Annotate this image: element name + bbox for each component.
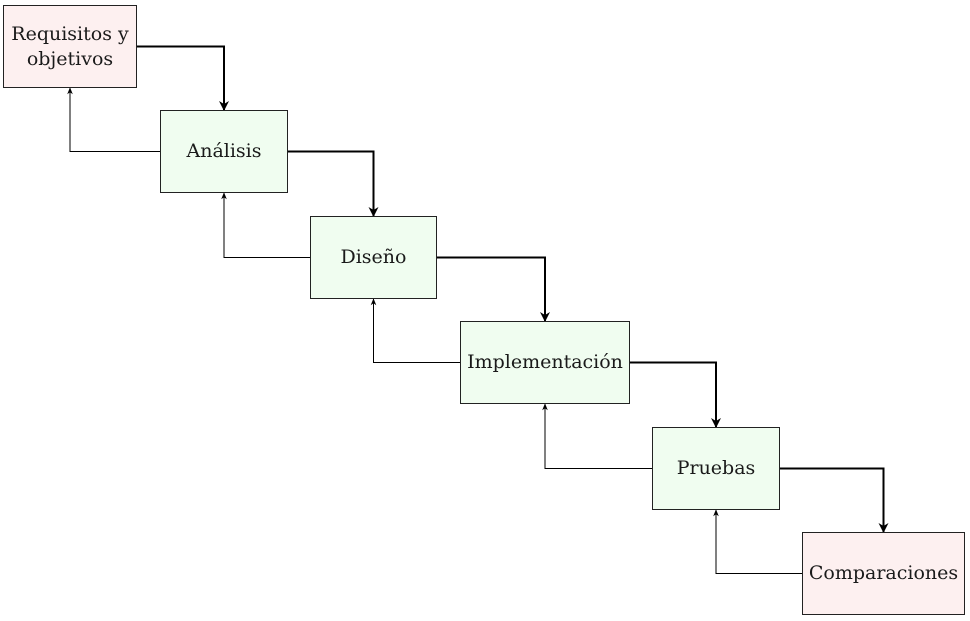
edge-feedback-diseno-to-analisis — [221, 192, 310, 258]
node-label: Análisis — [186, 140, 262, 163]
node-label: Pruebas — [676, 457, 756, 480]
node-requisitos-y-objetivos: Requisitos y objetivos — [3, 5, 137, 88]
edge-feedback-analisis-to-requisitos — [67, 87, 160, 152]
node-pruebas: Pruebas — [652, 427, 780, 510]
edge-forward-implementacion-to-pruebas — [630, 361, 721, 428]
edge-feedback-pruebas-to-implementacion — [542, 403, 652, 469]
edge-forward-pruebas-to-comparaciones — [780, 467, 889, 533]
node-implementacion: Implementación — [460, 321, 630, 404]
node-comparaciones: Comparaciones — [802, 532, 965, 615]
edge-feedback-comparaciones-to-pruebas — [713, 509, 802, 574]
edge-forward-diseno-to-implementacion — [437, 256, 550, 322]
edge-forward-requisitos-to-analisis — [137, 45, 229, 111]
node-label: Requisitos y objetivos — [11, 22, 129, 70]
edge-feedback-implementacion-to-diseno — [370, 298, 460, 363]
node-diseno: Diseño — [310, 216, 437, 299]
edge-forward-analisis-to-diseno — [288, 150, 379, 217]
node-label: Diseño — [340, 246, 407, 269]
node-label: Implementación — [467, 351, 623, 374]
node-analisis: Análisis — [160, 110, 288, 193]
node-label: Comparaciones — [808, 562, 959, 585]
